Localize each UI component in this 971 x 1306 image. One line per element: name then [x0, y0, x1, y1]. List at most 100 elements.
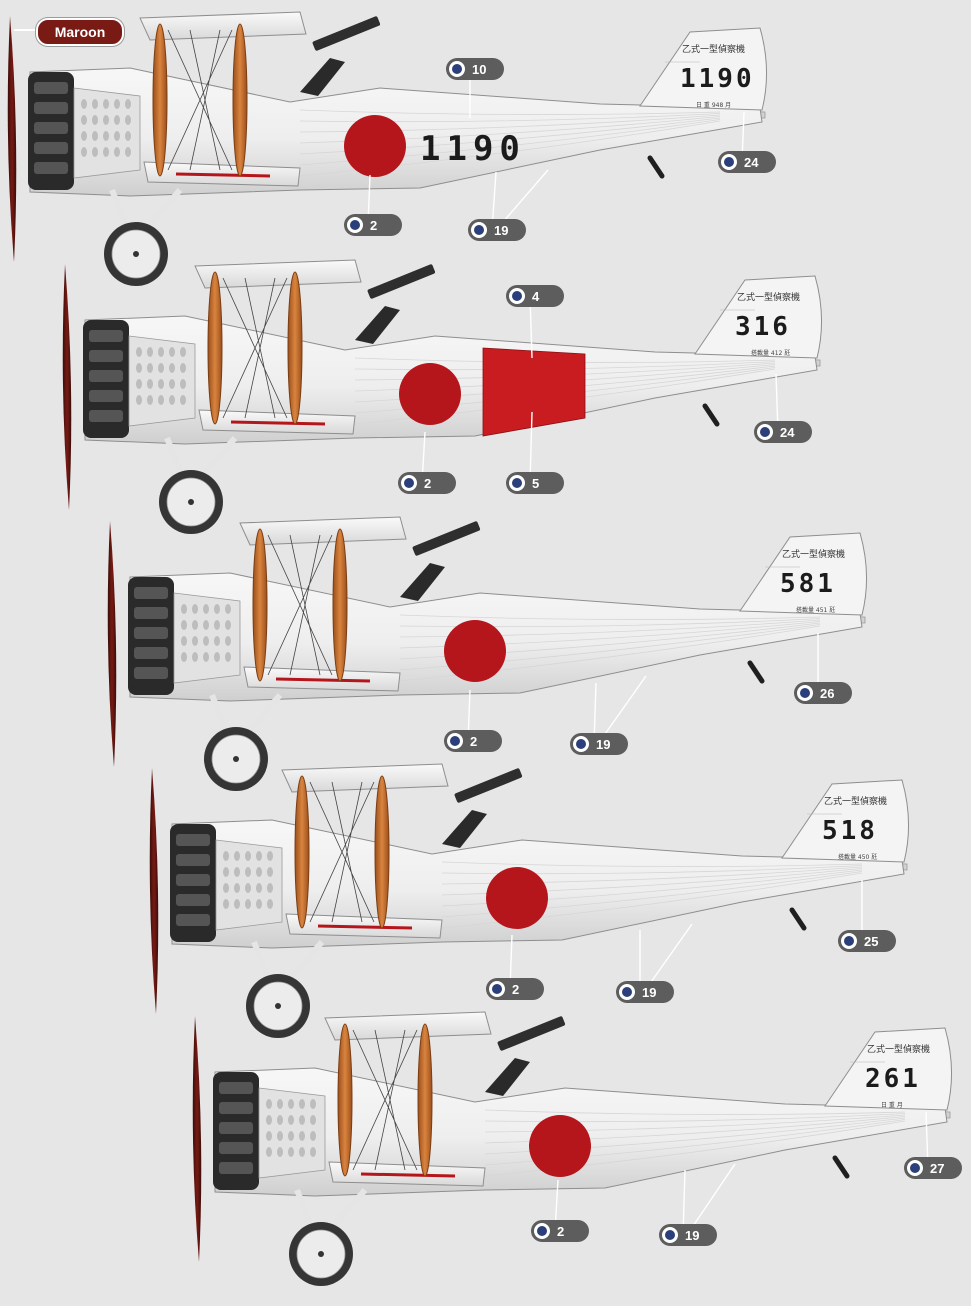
louvre [223, 899, 229, 909]
louvre [234, 883, 240, 893]
cylinder [34, 102, 68, 114]
cylinder [134, 647, 168, 659]
callout-leader [643, 923, 693, 993]
cylinder [89, 410, 123, 422]
callout-dot-icon [350, 220, 360, 230]
louvre [225, 620, 231, 630]
louvre [158, 379, 164, 389]
louvre [81, 115, 87, 125]
tail-type-text: 乙式一型偵察機 [824, 795, 887, 807]
louvre [310, 1115, 316, 1125]
louvre [214, 620, 220, 630]
louvre [92, 131, 98, 141]
louvre [203, 652, 209, 662]
callout-number: 24 [744, 155, 759, 170]
cylinder [176, 914, 210, 926]
interplane-strut [252, 528, 268, 682]
gun-mount [400, 563, 445, 601]
callout-leader [597, 675, 647, 745]
machine-gun [454, 768, 523, 803]
louvre [180, 363, 186, 373]
louvre [192, 652, 198, 662]
louvre [181, 620, 187, 630]
cylinder [219, 1162, 253, 1174]
louvre [256, 867, 262, 877]
louvre [169, 395, 175, 405]
louvre [225, 652, 231, 662]
louvre [125, 99, 131, 109]
tail-small-text: 日 重 月 [881, 1101, 903, 1109]
louvre [136, 395, 142, 405]
fabric-rib [441, 861, 863, 867]
callout-dot-icon [844, 936, 854, 946]
louvre [158, 363, 164, 373]
cylinder [89, 370, 123, 382]
louvre [223, 883, 229, 893]
louvre [223, 851, 229, 861]
louvre [158, 395, 164, 405]
callout-number: 2 [424, 476, 431, 491]
louvre [158, 347, 164, 357]
cylinder [134, 627, 168, 639]
cylinder [219, 1102, 253, 1114]
louvre [310, 1099, 316, 1109]
wing-underside-stripe [275, 677, 371, 683]
wing-underside-stripe [317, 924, 413, 930]
interplane-strut [337, 1023, 353, 1177]
wheel-axle [233, 756, 239, 762]
interplane-strut [232, 23, 248, 177]
gun-mount [442, 810, 487, 848]
louvre [180, 379, 186, 389]
bracing-wires [167, 29, 233, 171]
propeller [107, 521, 117, 767]
cylinder [89, 350, 123, 362]
hinomaru-roundel [399, 363, 461, 425]
fuselage-band [482, 347, 586, 437]
propeller [149, 768, 159, 1014]
tail-skid [832, 1155, 850, 1179]
louvre [245, 867, 251, 877]
callout-dot-icon [910, 1163, 920, 1173]
hinomaru-roundel [529, 1115, 591, 1177]
louvre [266, 1099, 272, 1109]
louvre [299, 1147, 305, 1157]
cylinder [134, 667, 168, 679]
bracing-wires [352, 1029, 418, 1171]
gun-mount [355, 306, 400, 344]
tail-fin [639, 27, 767, 111]
callout-dot-icon [452, 64, 462, 74]
louvre [288, 1099, 294, 1109]
tail-small-text: 搭載量 412 瓩 [751, 349, 790, 357]
louvre [267, 867, 273, 877]
hinomaru-roundel [444, 620, 506, 682]
louvre [81, 147, 87, 157]
tail-fin [781, 779, 909, 863]
callout-number: 5 [532, 476, 539, 491]
wheel-axle [318, 1251, 324, 1257]
callout-number: 4 [532, 289, 540, 304]
callout-number: 27 [930, 1161, 944, 1176]
callout-dot-icon [450, 736, 460, 746]
wing-underside-stripe [230, 420, 326, 426]
propeller [7, 16, 17, 262]
louvre [214, 604, 220, 614]
louvre [147, 395, 153, 405]
louvre [225, 636, 231, 646]
callout-number: 2 [370, 218, 377, 233]
louvre [181, 604, 187, 614]
louvre [169, 379, 175, 389]
callout-leader [529, 411, 533, 484]
tail-serial: 518 [822, 816, 878, 846]
louvre [81, 99, 87, 109]
interplane-strut [287, 271, 303, 425]
louvre [180, 347, 186, 357]
upper-wing [324, 1011, 492, 1041]
callout-dot-icon [512, 291, 522, 301]
louvre [114, 131, 120, 141]
louvre [169, 363, 175, 373]
